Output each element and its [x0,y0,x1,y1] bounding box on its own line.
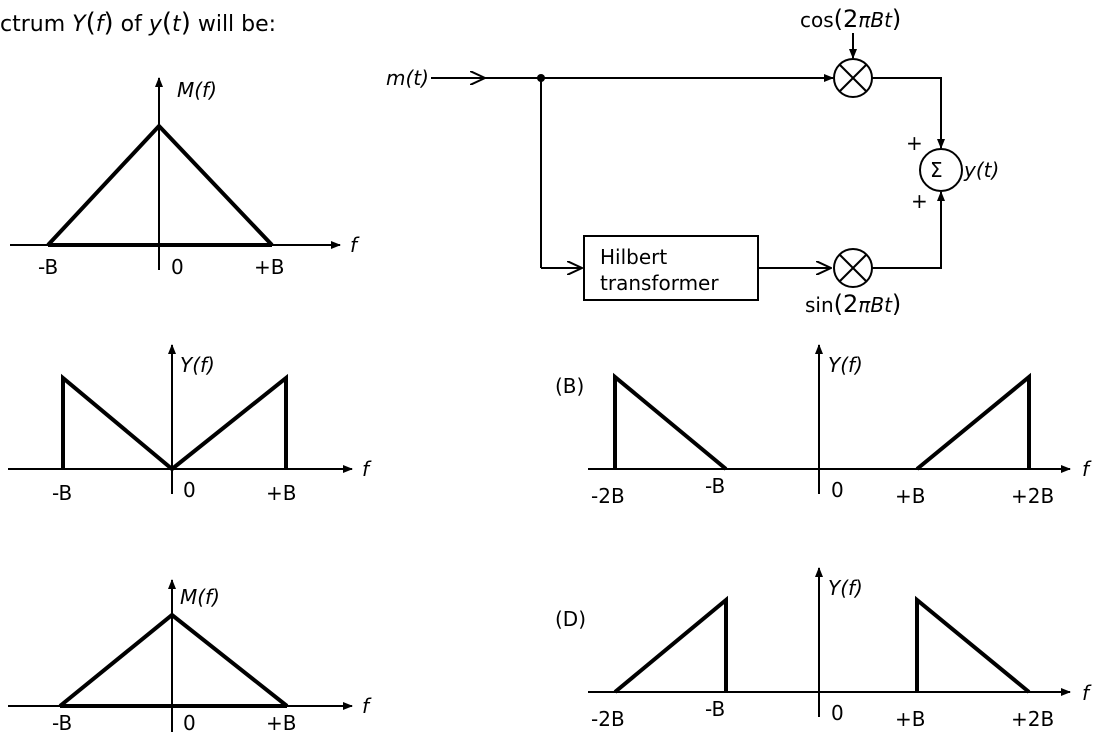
d-tick-plus-2b: +2B [1011,707,1054,731]
bottom-to-summer-wire [872,191,945,269]
c-tick-minus-b: -B [52,711,72,734]
a-spectrum [61,373,288,472]
input-tick-plus-b: +B [254,255,284,279]
c-triangle-spectrum [58,612,289,708]
bottom-multiplier [833,248,873,288]
b-option-label: (B) [555,374,584,398]
d-left-band [613,595,728,694]
d-ylabel: Y(f) [828,576,863,600]
d-tick-minus-b: -B [705,697,725,721]
output-label: y(t) [963,158,999,182]
a-ylabel: Y(f) [180,353,215,377]
d-xlabel: f [1082,681,1092,705]
plus-top: + [906,131,923,155]
b-tick-minus-b: -B [705,474,725,498]
b-xlabel: f [1082,457,1092,481]
d-tick-zero: 0 [831,701,844,725]
a-tick-plus-b: +B [266,481,296,505]
input-ylabel: M(f) [177,78,217,102]
b-tick-plus-2b: +2B [1011,484,1054,508]
d-tick-plus-b: +B [895,707,925,731]
b-tick-zero: 0 [831,478,844,502]
hilbert-label-line2: transformer [600,271,719,295]
b-ylabel: Y(f) [828,353,863,377]
question-text: ctrum Y(f) of y(t) will be: [0,8,277,38]
a-tick-zero: 0 [183,478,196,502]
option-a-plot: Y(f) f -B 0 +B [8,344,372,505]
cos-carrier-label: cos(2πBt) [800,5,901,33]
c-xlabel: f [362,694,372,718]
plus-bottom: + [911,189,928,213]
option-b-plot: (B) Y(f) f -2B -B 0 +B +2B [555,344,1092,508]
input-signal-label: m(t) [386,66,429,90]
option-d-plot: (D) Y(f) f -2B -B 0 +B +2B [555,567,1092,731]
c-tick-zero: 0 [183,711,196,734]
input-tick-minus-b: -B [38,255,58,279]
hilbert-label-line1: Hilbert [600,245,667,269]
b-tick-plus-b: +B [895,484,925,508]
top-multiplier [833,58,873,98]
b-tick-minus-2b: -2B [591,484,625,508]
sum-symbol: Σ [930,158,943,182]
input-triangle-spectrum [46,123,274,247]
option-c-plot: M(f) f -B 0 +B [8,579,372,734]
c-ylabel: M(f) [180,585,220,609]
d-option-label: (D) [555,607,586,631]
input-tick-zero: 0 [171,255,184,279]
d-tick-minus-2b: -2B [591,707,625,731]
input-xlabel: f [350,233,360,257]
sin-carrier-label: sin(2πBt) [805,290,901,318]
input-spectrum-plot: M(f) f -B 0 +B [10,77,360,279]
top-to-summer-wire [872,77,945,149]
b-right-band [915,372,1031,471]
b-left-band [613,372,728,471]
a-tick-minus-b: -B [52,481,72,505]
c-tick-plus-b: +B [266,711,296,734]
hilbert-transformer-block [583,235,759,301]
block-diagram: m(t) cos(2πBt) Σ + + y(t) Hilbert transf… [386,5,999,318]
summer-block: Σ [919,148,963,192]
d-right-band [915,595,1031,694]
a-xlabel: f [362,457,372,481]
